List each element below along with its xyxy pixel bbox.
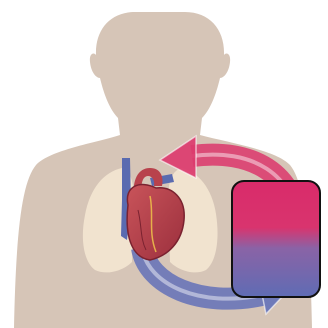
device-body [232, 181, 320, 297]
oxygenator-device-icon [232, 181, 320, 297]
